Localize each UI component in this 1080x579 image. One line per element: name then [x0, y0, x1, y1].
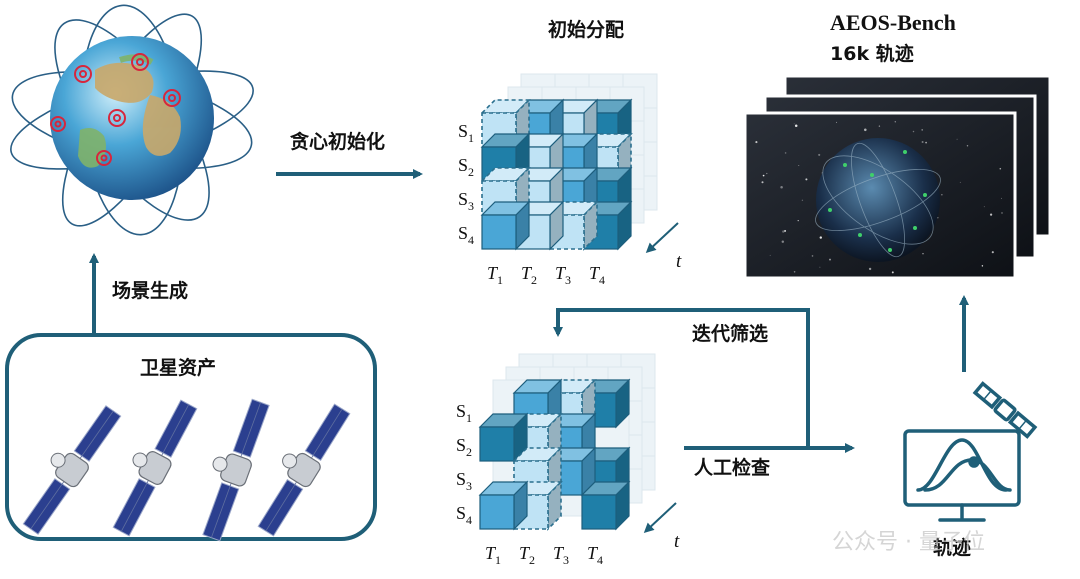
- label-manual-check: 人工检查: [694, 456, 771, 479]
- col-label: T2: [519, 543, 535, 567]
- row-label: S2: [458, 155, 474, 179]
- col-label: T3: [553, 543, 569, 567]
- earth-sphere: [816, 138, 940, 262]
- bench-frames: [743, 74, 1052, 280]
- target-icon: [74, 65, 92, 83]
- target-icon: [50, 116, 66, 132]
- target-icon: [131, 53, 149, 71]
- label-scene-gen: 场景生成: [112, 279, 188, 302]
- time-arrow: [643, 502, 677, 534]
- monitor-curve-a: [916, 438, 1008, 492]
- time-arrow: [645, 222, 679, 254]
- orbit-globe: [10, 4, 254, 236]
- row-label: S1: [458, 121, 474, 145]
- bench-subtitle: 16k 轨迹: [830, 42, 914, 65]
- target-icon: [96, 150, 112, 166]
- satellite-icon: [112, 399, 198, 537]
- target-icon: [113, 114, 121, 122]
- target-icon: [163, 89, 181, 107]
- target-icon: [100, 154, 108, 162]
- target-icon: [108, 109, 126, 127]
- allocation-cube: [480, 200, 531, 251]
- allocation-cube: [478, 480, 529, 531]
- label-greedy-init: 贪心初始化: [289, 130, 385, 153]
- col-label: T3: [555, 263, 571, 287]
- time-label: t: [674, 531, 680, 552]
- arrow-iterative-filter: [553, 308, 810, 448]
- flow-arrows: [89, 169, 969, 453]
- row-label: S4: [458, 223, 474, 247]
- target-icon: [79, 70, 87, 78]
- satellite-icon: [202, 398, 270, 542]
- allocation-cube: [478, 412, 529, 463]
- earth-sat-markers: [828, 150, 927, 252]
- label-trajectory: 轨迹: [933, 536, 971, 559]
- time-label: t: [676, 251, 682, 272]
- allocation-cube: [580, 480, 631, 531]
- row-label: S1: [456, 401, 472, 425]
- monitor-screen: [903, 429, 1021, 507]
- col-label: T4: [587, 543, 603, 567]
- trajectory-monitor-icon: [903, 381, 1038, 522]
- col-label: T1: [485, 543, 501, 567]
- satellite-illustrations: [22, 398, 351, 542]
- target-icon: [168, 94, 176, 102]
- satellite-icon: [22, 405, 122, 535]
- row-label: S3: [456, 469, 472, 493]
- col-label: T4: [589, 263, 605, 287]
- target-markers: [50, 53, 181, 166]
- row-label: S2: [456, 435, 472, 459]
- bench-title: AEOS-Bench: [830, 10, 956, 35]
- col-label: T2: [521, 263, 537, 287]
- label-initial-allocation: 初始分配: [548, 18, 624, 41]
- satellite-assets-panel: 卫星资产: [5, 333, 377, 542]
- row-label: S4: [456, 503, 472, 527]
- globe-continents: [78, 54, 181, 168]
- label-iterative-filter: 迭代筛选: [692, 322, 768, 345]
- col-label: T1: [487, 263, 503, 287]
- monitor-point: [968, 456, 980, 468]
- target-icon: [54, 120, 62, 128]
- satellite-icon: [257, 403, 351, 537]
- satellite-icon: [972, 381, 1038, 439]
- watermark: 公众号 · 量子位: [832, 530, 985, 555]
- assets-title: 卫星资产: [140, 356, 216, 379]
- target-icon: [136, 58, 144, 66]
- row-label: S3: [458, 189, 474, 213]
- earth-orbit-lines: [815, 142, 941, 258]
